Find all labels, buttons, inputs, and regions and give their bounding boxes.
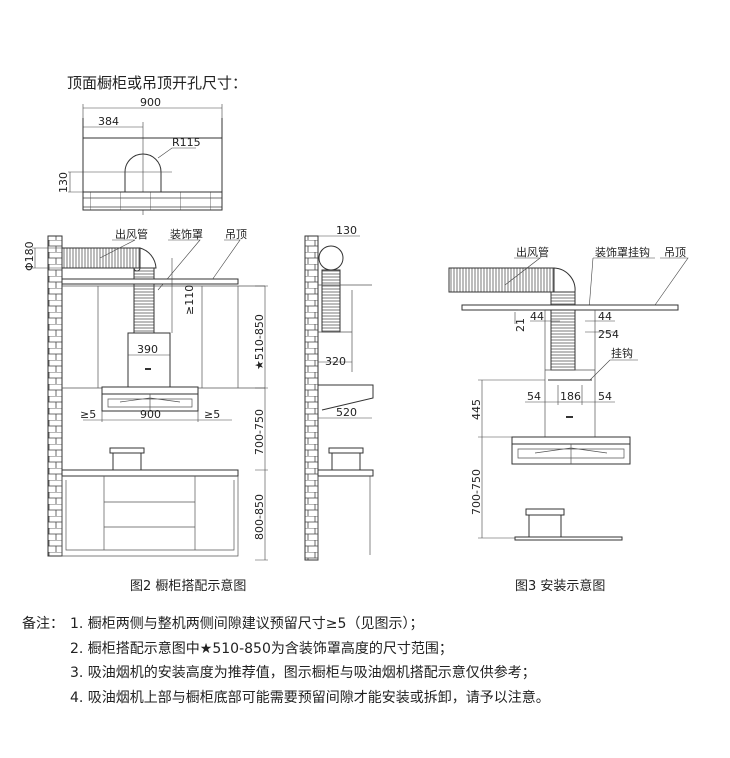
dim-phi180: Φ180 xyxy=(23,241,36,271)
dim-390: 390 xyxy=(137,343,158,356)
dim-900-hood: 900 xyxy=(140,408,161,421)
dim-gap-right: ≥5 xyxy=(204,408,220,421)
dim-900: 900 xyxy=(140,96,161,109)
exhaust-duct xyxy=(61,247,141,269)
dim-side-130: 130 xyxy=(336,224,357,237)
note-4: 4. 吸油烟机上部与橱柜底部可能需要预留间隙才能安装或拆卸，请予以注意。 xyxy=(70,689,550,706)
dim-side-320: 320 xyxy=(325,355,346,368)
label-fig3-duct: 出风管 xyxy=(516,245,549,259)
dim-186: 186 xyxy=(560,390,581,403)
dim-44-right: 44 xyxy=(598,310,612,323)
notes-label: 备注： xyxy=(22,616,64,632)
dim-21: 21 xyxy=(514,318,527,332)
figure3-install-view: 出风管 装饰罩挂钩 吊顶 21 44 44 254 挂钩 54 186 54 4… xyxy=(448,245,689,541)
top-view-cutout: 顶面橱柜或吊顶开孔尺寸： 900 384 R115 130 xyxy=(57,74,247,215)
wall-bricks xyxy=(47,235,63,557)
figure2-front-view: Φ180 出风管 装饰罩 吊顶 390 ≥110 ≥5 900 ≥5 ★510-… xyxy=(23,227,268,561)
countertop xyxy=(61,469,239,477)
label-fig3-hook-cover: 装饰罩挂钩 xyxy=(595,245,650,259)
dim-54-right: 54 xyxy=(598,390,612,403)
dim-cabinet-height: 800-850 xyxy=(253,494,266,540)
dim-r115: R115 xyxy=(172,136,201,149)
dim-54-left: 54 xyxy=(527,390,541,403)
figure3-caption: 图3 安装示意图 xyxy=(515,578,605,594)
dim-384: 384 xyxy=(98,115,119,128)
label-fig3-hook: 挂钩 xyxy=(611,346,633,360)
note-3: 3. 吸油烟机的安装高度为推荐值，图示橱柜与吸油烟机搭配示意仅供参考； xyxy=(70,665,536,681)
wall-bricks xyxy=(82,191,223,211)
dim-130: 130 xyxy=(57,172,70,193)
dim-hood-height: 700-750 xyxy=(253,409,266,455)
dim-254: 254 xyxy=(598,328,619,341)
top-view-title: 顶面橱柜或吊顶开孔尺寸： xyxy=(67,74,247,92)
decorative-cover xyxy=(127,332,171,388)
label-duct: 出风管 xyxy=(115,227,148,241)
dim-445: 445 xyxy=(470,399,483,420)
dim-fig3-700-750: 700-750 xyxy=(470,469,483,515)
dim-gap-top: ≥110 xyxy=(183,285,196,315)
note-2: 2. 橱柜搭配示意图中★510-850为含装饰罩高度的尺寸范围； xyxy=(70,640,453,657)
dim-gap-left: ≥5 xyxy=(80,408,96,421)
label-ceiling: 吊顶 xyxy=(225,228,247,241)
figure2-caption: 图2 橱柜搭配示意图 xyxy=(130,578,246,594)
dim-44-left: 44 xyxy=(530,310,544,323)
pot xyxy=(112,451,142,471)
notes: 备注： 1. 橱柜两侧与整机两侧间隙建议预留尺寸≥5（见图示）； 2. 橱柜搭配示… xyxy=(22,612,550,710)
note-1: 1. 橱柜两侧与整机两侧间隙建议预留尺寸≥5（见图示）； xyxy=(70,616,424,632)
figure2-side-view: 130 320 520 xyxy=(304,224,374,561)
dim-side-520: 520 xyxy=(336,406,357,419)
label-fig3-ceiling: 吊顶 xyxy=(664,246,686,259)
range-hood xyxy=(101,386,199,412)
dim-cover-height: ★510-850 xyxy=(253,314,266,370)
label-cover: 装饰罩 xyxy=(170,227,203,241)
